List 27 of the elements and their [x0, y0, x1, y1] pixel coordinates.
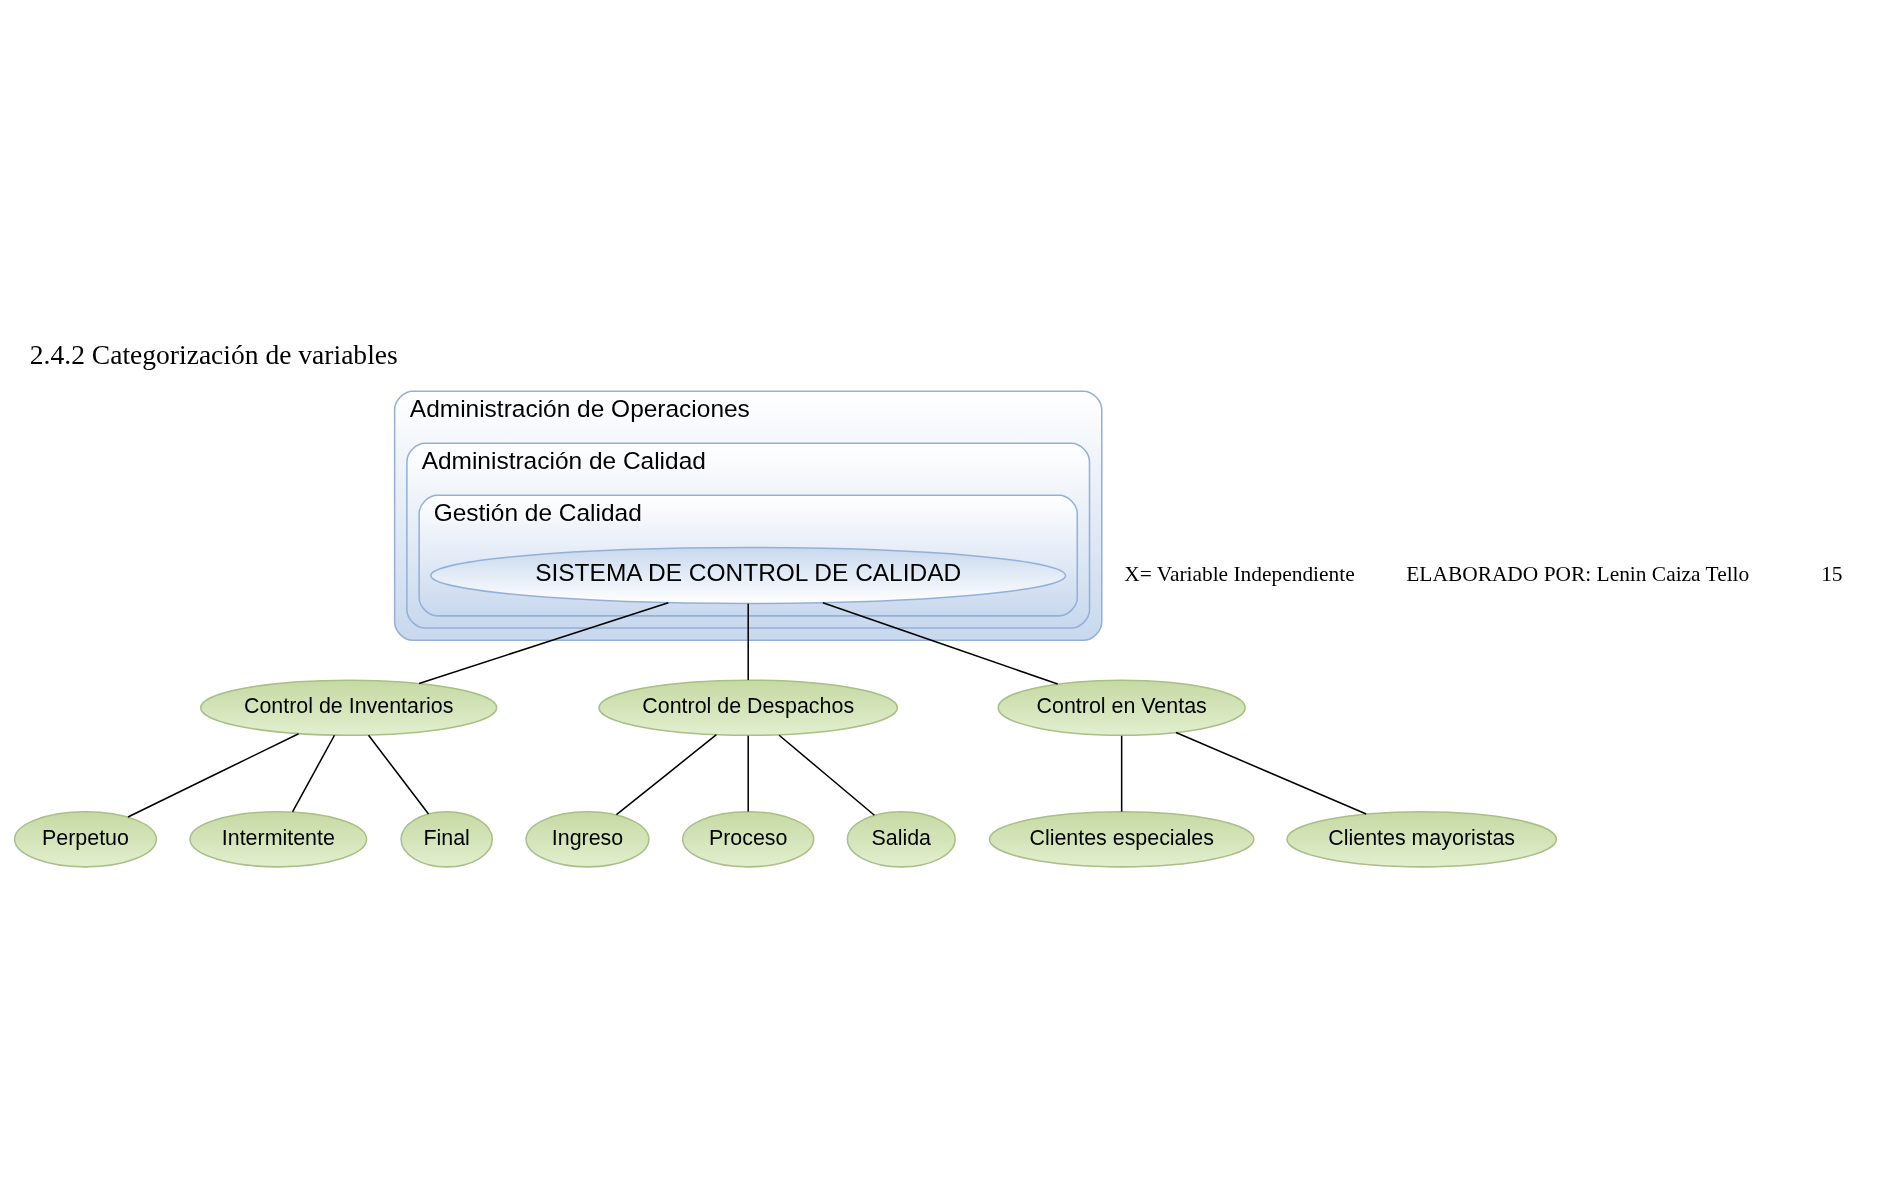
node-ellipse: Ingreso — [525, 811, 650, 868]
label: ELABORADO POR: Lenin Caiza Tello — [1406, 562, 1750, 587]
label: X= Variable Independiente — [1124, 562, 1355, 587]
connector — [822, 602, 1059, 685]
connector — [1175, 731, 1367, 815]
connector — [615, 733, 718, 816]
connector — [747, 735, 749, 813]
connector — [367, 734, 430, 815]
node-ellipse: Final — [400, 811, 494, 868]
node-ellipse: Control de Inventarios — [200, 679, 498, 736]
node-ellipse: Clientes mayoristas — [1286, 811, 1558, 868]
node-ellipse: Salida — [846, 811, 956, 868]
connector — [1120, 735, 1123, 813]
diagram-title: 2.4.2 Categorización de variables — [29, 339, 398, 371]
connector — [127, 732, 300, 818]
label: 15 — [1821, 562, 1843, 587]
node-ellipse: Control en Ventas — [997, 679, 1246, 736]
node-ellipse: Intermitente — [189, 811, 368, 868]
node-ellipse: Proceso — [681, 811, 815, 868]
connector — [778, 734, 876, 816]
node-ellipse: SISTEMA DE CONTROL DE CALIDAD — [430, 546, 1067, 605]
node-ellipse: Perpetuo — [13, 811, 158, 868]
connector — [747, 603, 749, 681]
connector — [418, 602, 670, 685]
node-ellipse: Clientes especiales — [988, 811, 1255, 868]
connector — [291, 734, 336, 813]
node-ellipse: Control de Despachos — [598, 679, 899, 736]
